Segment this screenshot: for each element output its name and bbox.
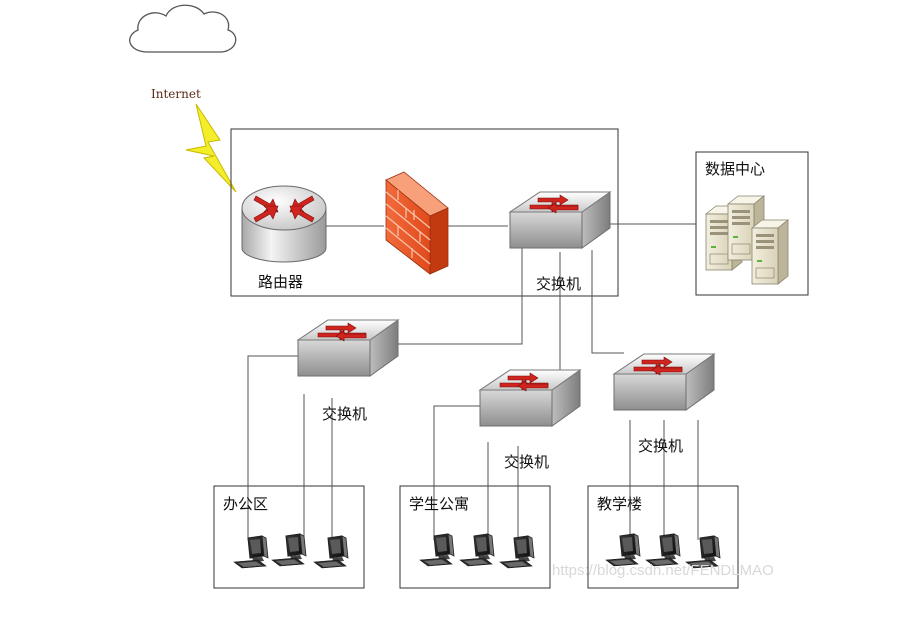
lightning-icon: [185, 103, 237, 193]
dorm-switch-icon: [479, 369, 581, 427]
teach-switch-icon: [613, 353, 715, 411]
pc-icon: [233, 535, 269, 569]
pc-icon: [419, 533, 455, 567]
teach-switch-label: 交换机: [638, 437, 684, 455]
server-icon-3: [751, 219, 789, 285]
pc-icon: [459, 533, 495, 567]
core-switch-icon: [509, 191, 611, 249]
office-switch-label: 交换机: [322, 405, 368, 423]
watermark: https://blog.csdn.net/FENDLMAO: [552, 562, 774, 579]
dorm-area-label: 学生公寓: [409, 495, 470, 513]
datacenter-label: 数据中心: [705, 160, 766, 178]
office-area-box: [213, 485, 365, 589]
firewall-icon: [385, 171, 449, 275]
router-icon: [241, 185, 327, 263]
internet-label: Internet: [151, 87, 201, 101]
office-switch-icon: [297, 319, 399, 377]
dorm-area-box: [399, 485, 551, 589]
pc-icon: [313, 535, 349, 569]
core-switch-label: 交换机: [536, 275, 582, 293]
connection-lines: [247, 223, 699, 540]
teach-area-box: [587, 485, 739, 589]
office-area-label: 办公区: [223, 495, 269, 513]
pc-icon: [271, 533, 307, 567]
cloud-icon: [129, 4, 237, 53]
core-network-box: [230, 128, 619, 297]
dorm-switch-label: 交换机: [504, 453, 550, 471]
teach-area-label: 教学楼: [597, 495, 643, 513]
pc-icon: [499, 535, 535, 569]
router-label: 路由器: [258, 273, 304, 291]
